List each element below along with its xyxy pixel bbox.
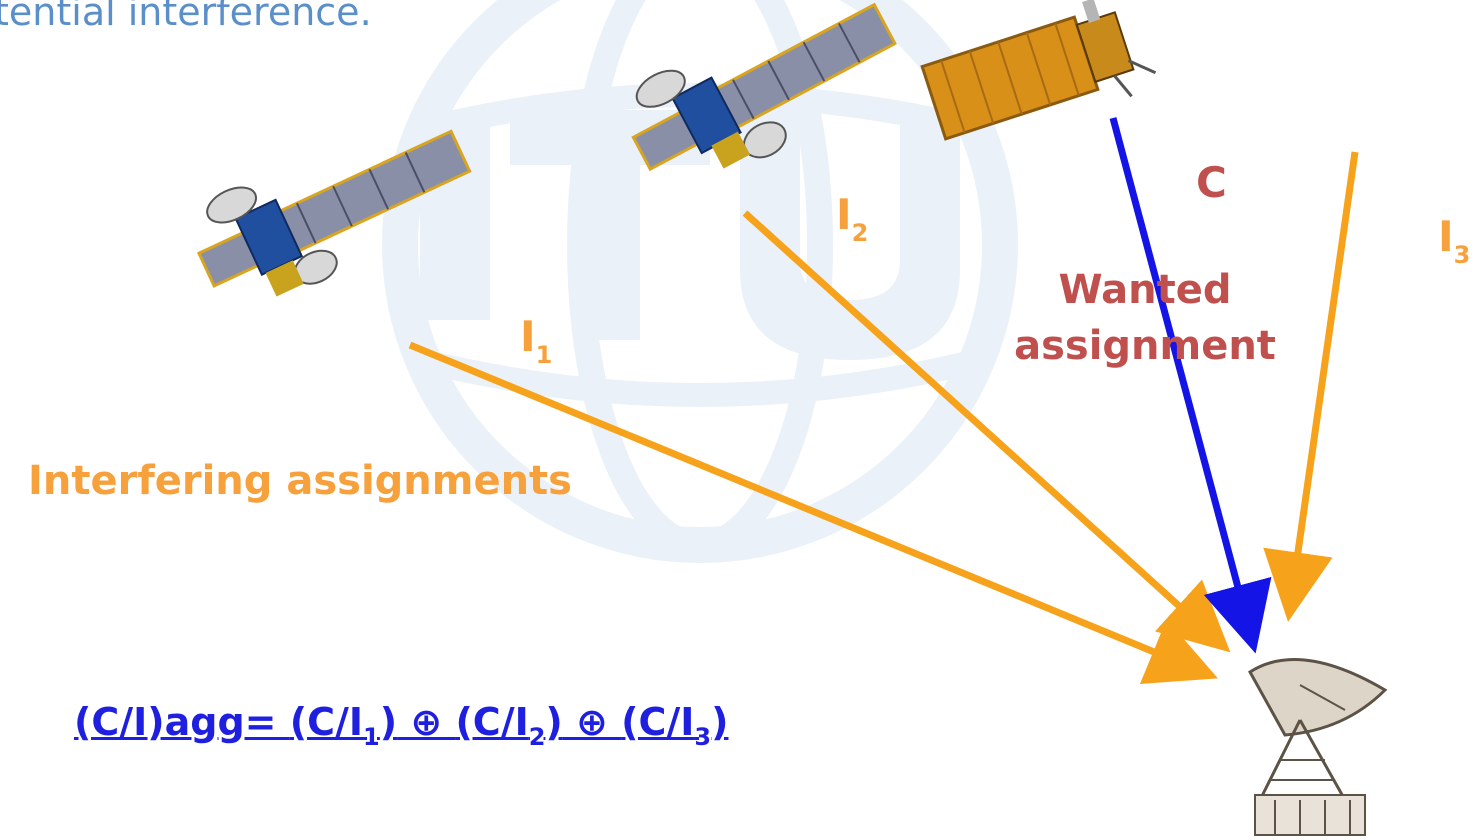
i3-label: I3 [1438, 212, 1471, 269]
interfering-link-3 [1263, 151, 1359, 622]
intro-text-fragment: tential interference. [0, 0, 372, 34]
carrier-label: C [1196, 158, 1227, 207]
interfering-link-2 [742, 210, 1231, 653]
interfering-link-1 [408, 341, 1218, 684]
wanted-link [1109, 117, 1272, 654]
wanted-assignment-label: Wanted assignment [1014, 267, 1276, 369]
aggregate-ci-formula: (C/I)agg= (C/I1) ⊕ (C/I2) ⊕ (C/I3) [74, 700, 729, 751]
wanted-satellite-icon [920, 0, 1157, 141]
i1-label: I1 [520, 312, 553, 369]
satellite-1-icon [196, 129, 472, 297]
i2-label: I2 [836, 190, 869, 247]
satellite-2-icon [631, 2, 897, 172]
earth-station-dish-icon [1248, 658, 1388, 836]
interfering-assignments-label: Interfering assignments [28, 458, 572, 504]
